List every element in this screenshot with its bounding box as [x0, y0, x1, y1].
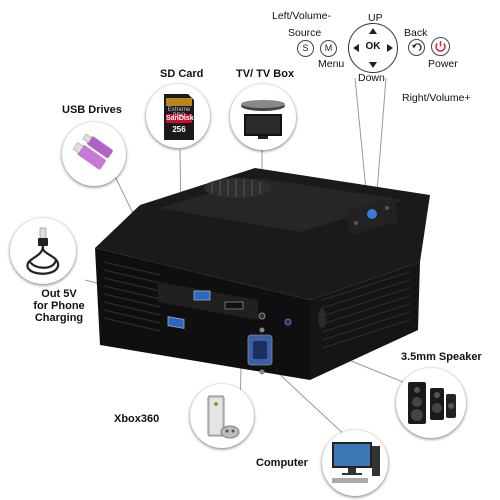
right-volume-label: Right/Volume+	[402, 92, 471, 104]
down-label: Down	[358, 72, 385, 84]
tv-box-icon	[241, 100, 285, 139]
usb-drive-icon	[72, 133, 113, 170]
sd-card-label: SD Card	[160, 68, 204, 80]
power-button[interactable]	[431, 37, 450, 56]
speaker-circle	[396, 368, 466, 438]
sd-card-size-text: 256	[172, 125, 186, 134]
cable-circle	[10, 218, 76, 284]
usb-drives-label: USB Drives	[62, 104, 122, 116]
out-5v-line-3: Charging	[34, 312, 84, 324]
tv-box-circle	[230, 84, 296, 150]
computer-circle	[322, 430, 388, 496]
back-button[interactable]	[408, 39, 425, 56]
sd-card-circle: Extreme PRO SanDisk 256	[146, 84, 210, 148]
out-5v-line-2: for Phone	[33, 300, 85, 312]
computer-label: Computer	[256, 457, 308, 469]
back-label: Back	[404, 27, 428, 39]
source-label: Source	[288, 27, 322, 39]
xbox-circle	[190, 384, 254, 448]
sd-card-line-text: Extreme PRO	[167, 107, 191, 119]
game-console-icon	[207, 395, 240, 439]
speaker-icon	[408, 382, 456, 424]
dpad-arrows-icon	[353, 28, 393, 68]
sd-card-icon	[164, 94, 194, 140]
dpad: OK	[348, 23, 398, 73]
power-label: Power	[428, 58, 458, 70]
sd-card-brand-text: SanDisk	[166, 115, 194, 122]
cable-icon	[26, 227, 60, 275]
source-button[interactable]: S	[297, 40, 314, 57]
tv-box-label: TV/ TV Box	[236, 68, 295, 80]
out-5v-label: Out 5V for Phone Charging	[30, 288, 88, 324]
usb-drives-circle	[62, 122, 126, 186]
menu-button[interactable]: M	[320, 40, 337, 57]
xbox-label: Xbox360	[114, 413, 160, 425]
speaker-label: 3.5mm Speaker	[401, 351, 482, 363]
back-arrow-icon	[412, 43, 422, 52]
menu-label: Menu	[318, 58, 345, 70]
out-5v-line-1: Out 5V	[41, 288, 77, 300]
up-label: UP	[368, 12, 383, 24]
computer-icon	[332, 442, 380, 483]
ok-button[interactable]: OK	[365, 41, 381, 52]
left-volume-label: Left/Volume-	[272, 10, 331, 22]
power-icon	[435, 41, 446, 52]
